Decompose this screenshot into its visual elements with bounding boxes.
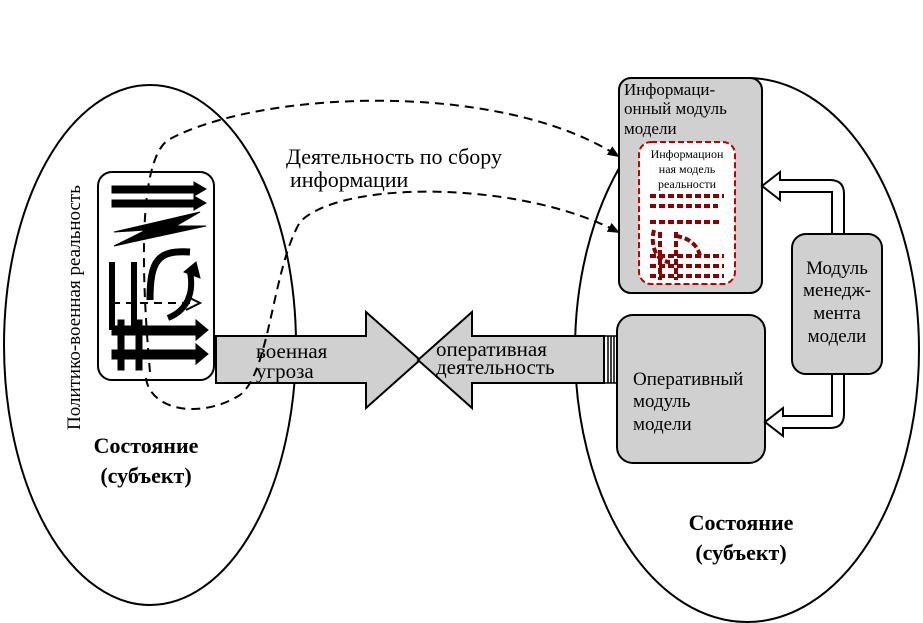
- management-to-info-arrow: [760, 169, 845, 235]
- military-threat-arrow: [215, 309, 422, 411]
- management-module-line1: Модуль: [806, 258, 868, 279]
- right-state-title-line2: (субъект): [695, 540, 786, 565]
- collection-label-line2: информации: [290, 167, 409, 192]
- info-module-line2: онный модуль: [624, 99, 727, 118]
- info-reality-model-box: [638, 141, 736, 285]
- operational-activity-line2: деятельность: [436, 355, 555, 379]
- management-module-line4: модели: [808, 326, 867, 347]
- management-to-operational-arrow: [763, 373, 845, 439]
- info-module-line1: Информаци-: [624, 80, 716, 99]
- info-reality-model-line2: ная модель: [659, 162, 716, 176]
- left-state-title-line2: (субъект): [100, 463, 191, 488]
- military-threat-line1: военная: [256, 339, 328, 363]
- info-reality-model-line3: реальности: [658, 177, 717, 191]
- reality-glyphs: [109, 181, 209, 371]
- management-module-line3: мента: [813, 303, 861, 324]
- right-state-title-line1: Состояние: [689, 510, 794, 535]
- operational-module-box: [616, 314, 766, 464]
- management-module-line2: менедж-: [803, 280, 871, 301]
- info-model-glyphs: [650, 194, 724, 280]
- collection-label-line1: Деятельность по сбору: [286, 144, 502, 169]
- info-reality-model-line1: Информацион: [651, 147, 724, 161]
- military-threat-line2: угроза: [256, 359, 314, 383]
- operational-module-line3: модели: [633, 414, 692, 435]
- operational-activity-line1: оперативная: [436, 337, 547, 361]
- operational-module-line2: модуль: [633, 391, 691, 412]
- operational-module-line1: Оперативный: [633, 369, 743, 390]
- reality-vertical-label: Политико-военная реальность: [64, 185, 85, 430]
- collection-curve-lower: [145, 190, 620, 410]
- operational-arrow-tail-lines: [603, 335, 617, 384]
- info-module-line3: модели: [624, 119, 677, 138]
- operational-activity-arrow: [416, 309, 605, 411]
- left-state-title-line1: Состояние: [94, 433, 199, 458]
- collection-curve-upper: [142, 99, 620, 373]
